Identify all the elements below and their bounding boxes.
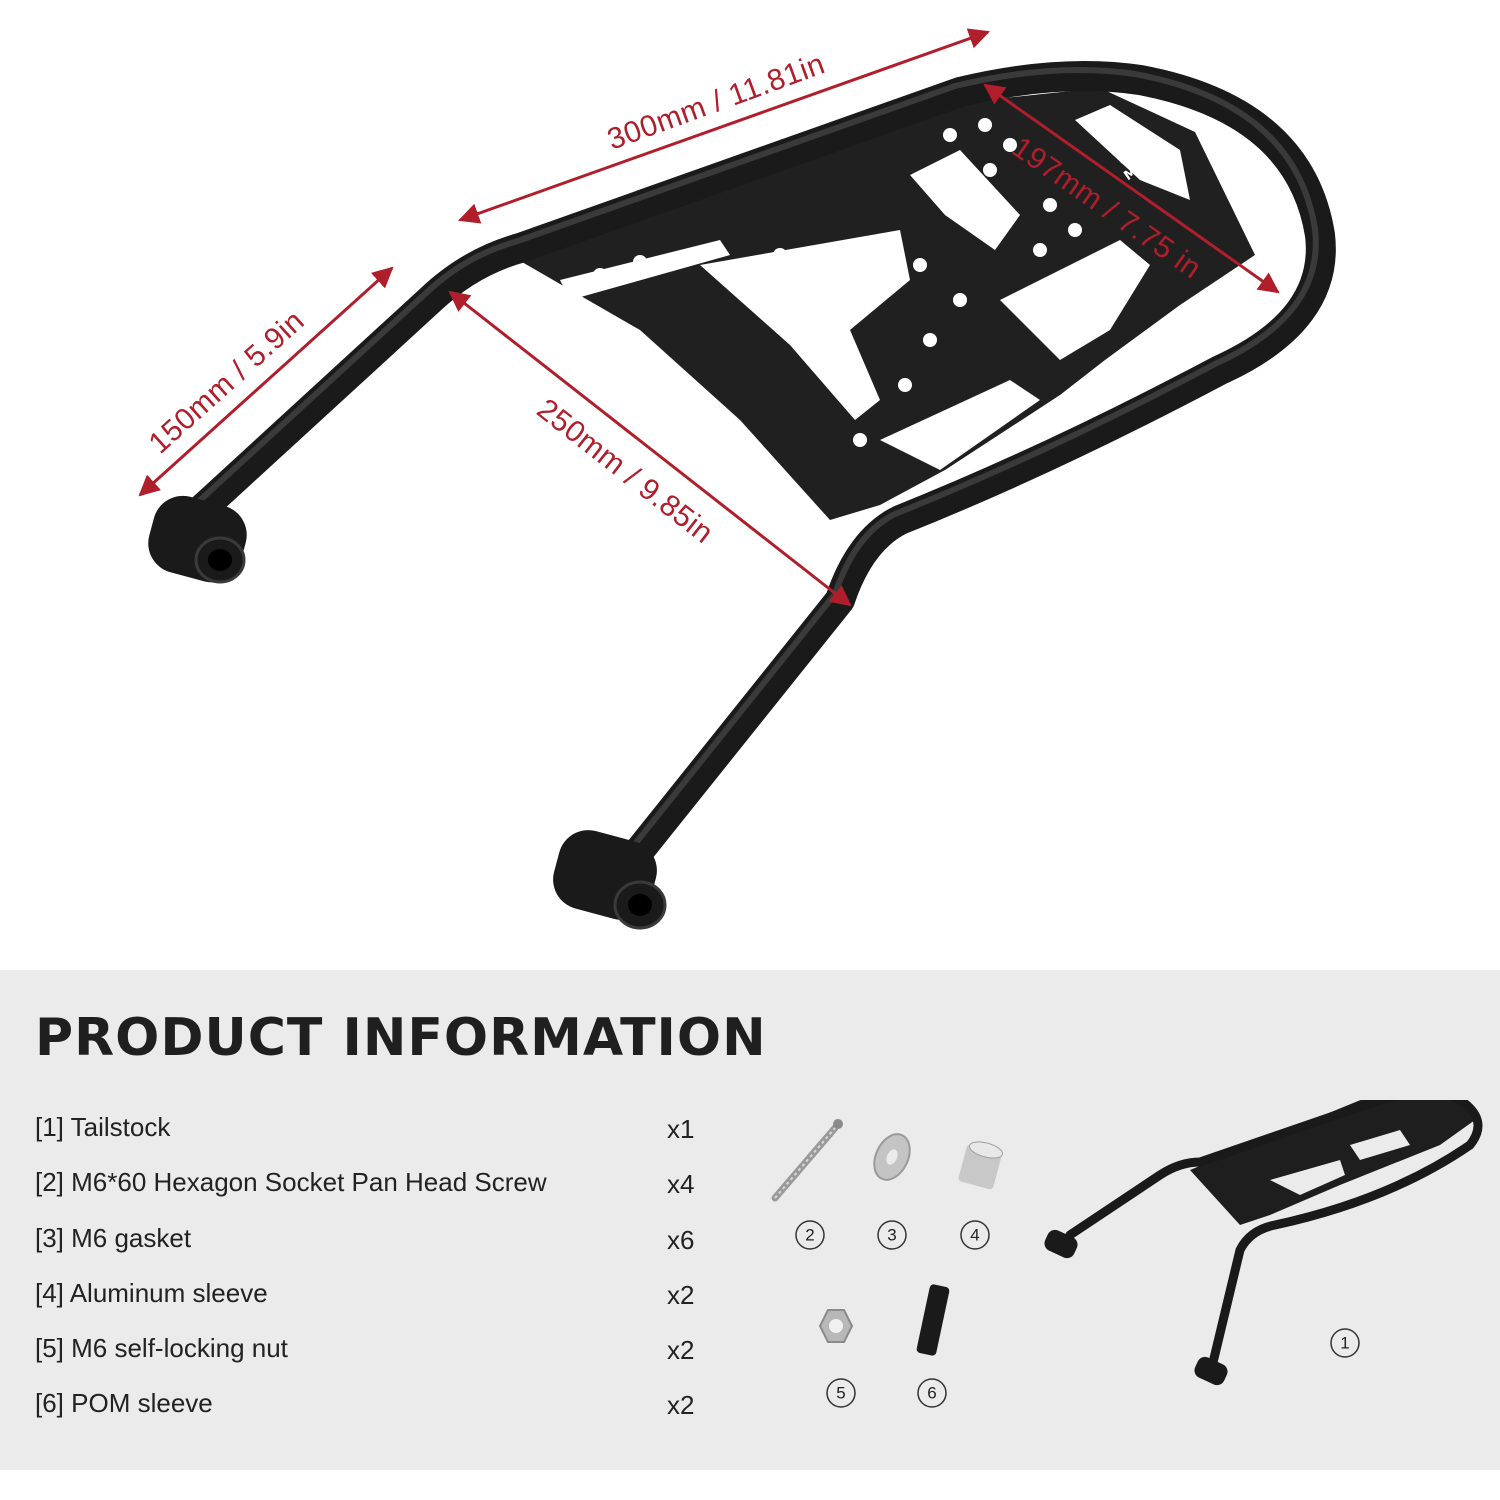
arrow-side — [448, 290, 852, 607]
part-qty: x2 — [667, 1390, 695, 1420]
svg-text:2: 2 — [805, 1226, 814, 1245]
svg-text:6: 6 — [927, 1384, 936, 1403]
svg-text:1: 1 — [1340, 1334, 1349, 1353]
part-row: [4] Aluminum sleeve x2 — [35, 1278, 715, 1318]
part-qty: x2 — [667, 1280, 695, 1310]
callout-4: 4 — [960, 1220, 990, 1250]
product-info-title: PRODUCT INFORMATION — [35, 1008, 767, 1068]
pom-sleeve-icon — [916, 1284, 950, 1356]
nut-icon — [818, 1309, 854, 1343]
part-name: [6] POM sleeve — [35, 1388, 213, 1418]
callout-5: 5 — [826, 1378, 856, 1408]
tailstock-rack-illustration: KEMI MOTO 300mm / 11.81in 197mm / 7.75 i… — [138, 28, 1336, 930]
arrow-length — [458, 28, 990, 224]
callout-3: 3 — [877, 1220, 907, 1250]
part-qty: x2 — [667, 1335, 695, 1365]
part-name: [2] M6*60 Hexagon Socket Pan Head Screw — [35, 1167, 547, 1197]
part-row: [1] Tailstock x1 — [35, 1112, 715, 1152]
part-name: [4] Aluminum sleeve — [35, 1278, 268, 1308]
dim-side-label: 250mm / 9.85in — [531, 393, 720, 551]
part-name: [3] M6 gasket — [35, 1223, 192, 1253]
part-row: [5] M6 self-locking nut x2 — [35, 1333, 715, 1373]
screw-icon — [771, 1119, 843, 1202]
part-name: [1] Tailstock — [35, 1112, 171, 1142]
part-row: [6] POM sleeve x2 — [35, 1388, 715, 1428]
arrow-plate-width — [983, 83, 1280, 294]
dimension-arrows — [138, 28, 1280, 607]
tailstock-thumbnail — [1044, 1100, 1483, 1386]
mount-left — [148, 495, 247, 584]
aluminum-sleeve-icon — [958, 1141, 1004, 1190]
gasket-icon — [873, 1133, 911, 1181]
part-name: [5] M6 self-locking nut — [35, 1333, 288, 1363]
arrow-arm — [138, 266, 394, 497]
svg-text:5: 5 — [836, 1384, 845, 1403]
part-row: [3] M6 gasket x6 — [35, 1223, 715, 1263]
parts-diagram: 2 3 4 5 6 1 — [771, 1100, 1483, 1408]
mount-right — [553, 830, 667, 930]
svg-text:3: 3 — [887, 1226, 896, 1245]
callout-2: 2 — [795, 1220, 825, 1250]
part-qty: x4 — [667, 1169, 695, 1199]
callout-6: 6 — [917, 1378, 947, 1408]
part-qty: x6 — [667, 1225, 695, 1255]
part-row: [2] M6*60 Hexagon Socket Pan Head Screw … — [35, 1167, 715, 1207]
svg-text:4: 4 — [970, 1226, 979, 1245]
callout-1: 1 — [1330, 1328, 1360, 1358]
part-qty: x1 — [667, 1114, 695, 1144]
